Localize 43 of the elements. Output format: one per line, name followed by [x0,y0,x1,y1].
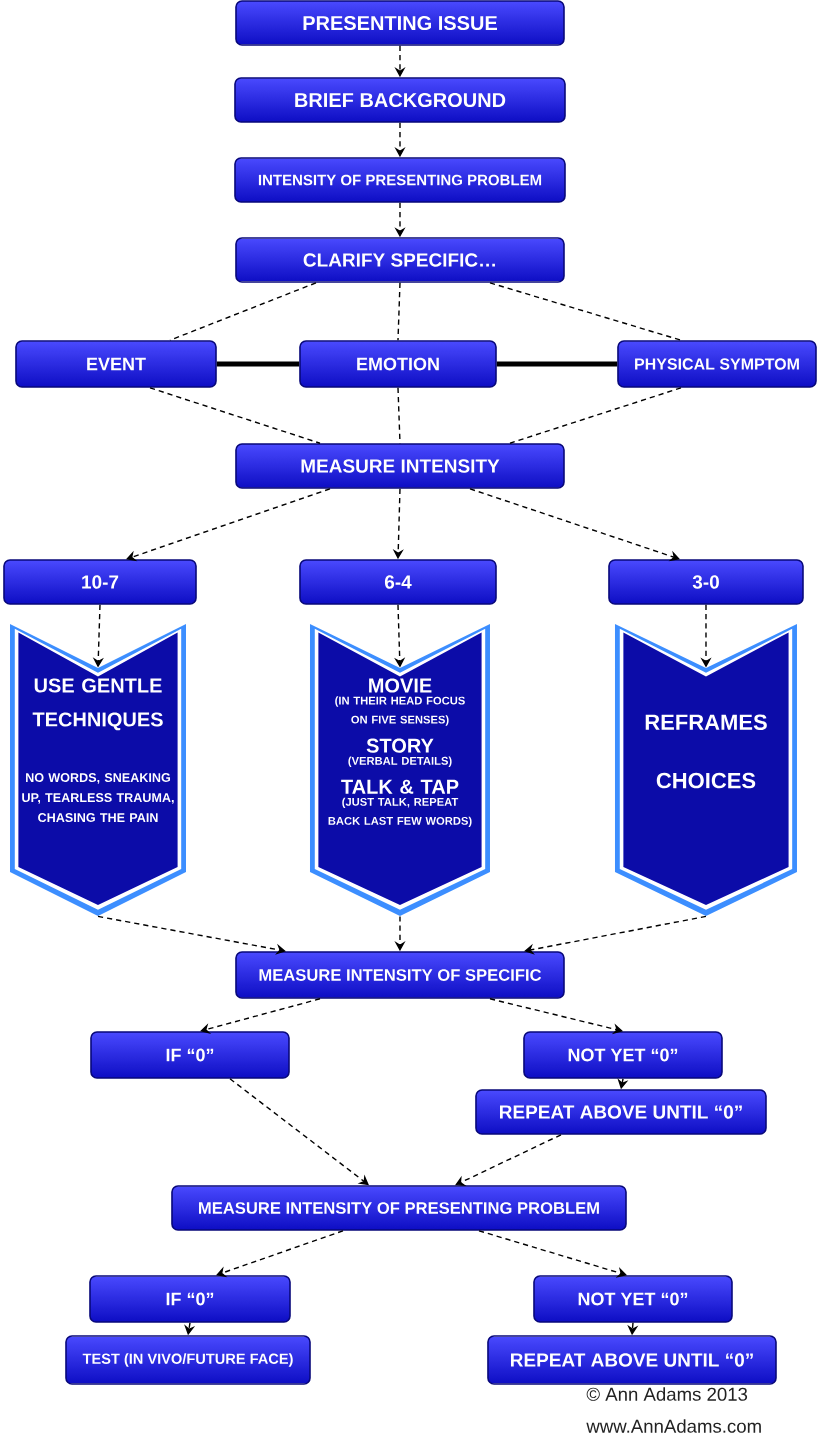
process-box: PRESENTING ISSUE [235,0,565,46]
arrow [126,488,331,562]
banner-heading: CHOICES [656,772,756,789]
web-address: www.AnnAdams.com [586,1419,761,1433]
process-box: 6-4 [299,559,497,605]
process-box: CLARIFY SPECIFIC… [235,237,565,283]
arrow [524,915,707,955]
connector-line [149,387,321,444]
process-box: IF “0” [90,1031,290,1079]
connector-line [496,361,618,367]
connector-line [397,282,401,341]
connector-line [216,361,300,367]
connector-line [489,282,682,341]
process-box: REPEAT ABOVE UNTIL “0” [475,1089,767,1135]
process-box: 10-7 [3,559,197,605]
banner-heading: TALK & TAP [341,779,459,794]
process-box: REPEAT ABOVE UNTIL “0” [487,1335,777,1385]
banner-heading: USE GENTLE TECHNIQUES [32,678,163,731]
connector-line [397,387,401,444]
connector-line [509,387,682,444]
process-box: MEASURE INTENSITY OF PRESENTING PROBLEM [171,1185,627,1231]
arrow [455,1134,562,1186]
chevron-banner [10,624,186,916]
process-box: IF “0” [89,1275,291,1323]
process-box: 3-0 [608,559,804,605]
process-box: MEASURE INTENSITY [235,443,565,489]
arrow [478,1230,627,1278]
process-box: MEASURE INTENSITY OF SPECIFIC [235,951,565,999]
process-box: NOT YET “0” [523,1031,723,1079]
banner-heading: REFRAMES [645,714,767,730]
chevron-banner [615,624,797,916]
process-box: EVENT [15,340,217,388]
arrow [216,1230,344,1278]
arrow [200,998,321,1034]
process-box: PHYSICAL SYMPTOM [617,340,817,388]
arrow [97,915,286,955]
chevron-banner [310,624,490,916]
process-box: EMOTION [299,340,497,388]
process-box: NOT YET “0” [533,1275,733,1323]
process-box: BRIEF BACKGROUND [234,77,566,123]
banner-heading: MOVIE [369,678,432,693]
connector-line [169,282,317,341]
banner-heading: STORY [366,738,434,753]
